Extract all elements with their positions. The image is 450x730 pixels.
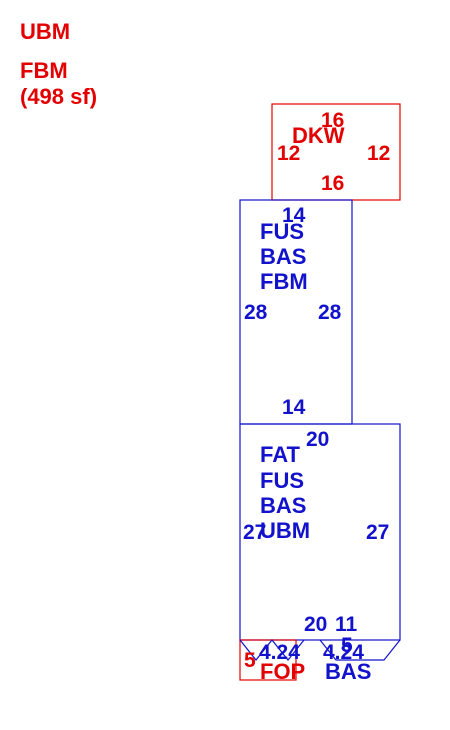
legend-area: (498 sf): [20, 84, 97, 109]
deck-bottom-dim: 16: [321, 172, 344, 195]
deck-code: DKW: [292, 123, 345, 148]
main-code-3: BAS: [260, 493, 306, 518]
upper-bottom-dim: 14: [282, 396, 306, 419]
porch-code: FOP: [260, 659, 305, 684]
upper-code-1: FUS: [260, 219, 304, 244]
legend-ubm: UBM: [20, 19, 70, 44]
main-code-1: FAT: [260, 442, 300, 467]
deck-top-dim: 16: [321, 109, 344, 132]
bay-dim-2: 4.24: [323, 641, 364, 664]
upper-top-dim: 14: [282, 204, 306, 227]
upper-left-dim: 28: [244, 301, 268, 324]
main-bottom-dim: 20: [304, 613, 327, 636]
porch-left-dim: 5: [244, 649, 256, 672]
legend-fbm: FBM: [20, 58, 68, 83]
upper-right-dim: 28: [318, 301, 342, 324]
bay-outline: [239, 639, 305, 661]
main-year-label: 11: [335, 613, 358, 636]
deck-left-dim: 12: [277, 142, 300, 165]
main-top-dim: 20: [306, 428, 329, 451]
bay-outline-right: [319, 639, 401, 661]
bay-side-dim: 5: [341, 634, 353, 657]
upper-code-2: BAS: [260, 244, 306, 269]
main-left-dim: 27: [243, 521, 266, 544]
upper-code-3: FBM: [260, 269, 308, 294]
bay-dim-1: 4.24: [259, 641, 300, 664]
main-right-dim: 27: [366, 521, 389, 544]
deck-right-dim: 12: [367, 142, 390, 165]
main-code-4: UBM: [260, 518, 310, 543]
porch-outline: [239, 639, 297, 681]
bay-code: BAS: [325, 659, 371, 684]
main-code-2: FUS: [260, 468, 304, 493]
